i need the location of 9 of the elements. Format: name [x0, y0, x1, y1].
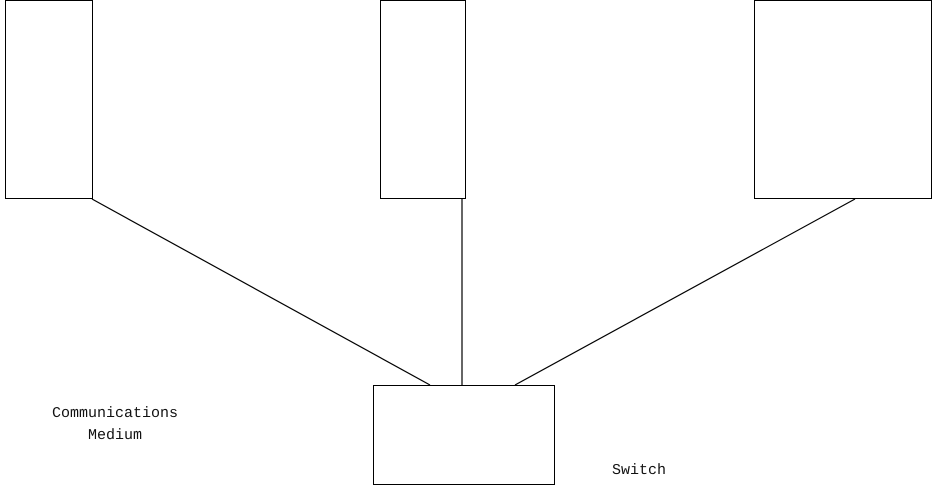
connector-line	[461, 199, 463, 385]
connector-line	[514, 198, 856, 386]
station-box	[754, 0, 932, 199]
station-box	[380, 0, 466, 199]
node-caption: Switch	[612, 462, 666, 479]
station-box	[5, 0, 93, 199]
medium-label: Communications Medium	[50, 404, 180, 446]
switch-box	[373, 385, 555, 485]
connector-line	[92, 198, 430, 386]
